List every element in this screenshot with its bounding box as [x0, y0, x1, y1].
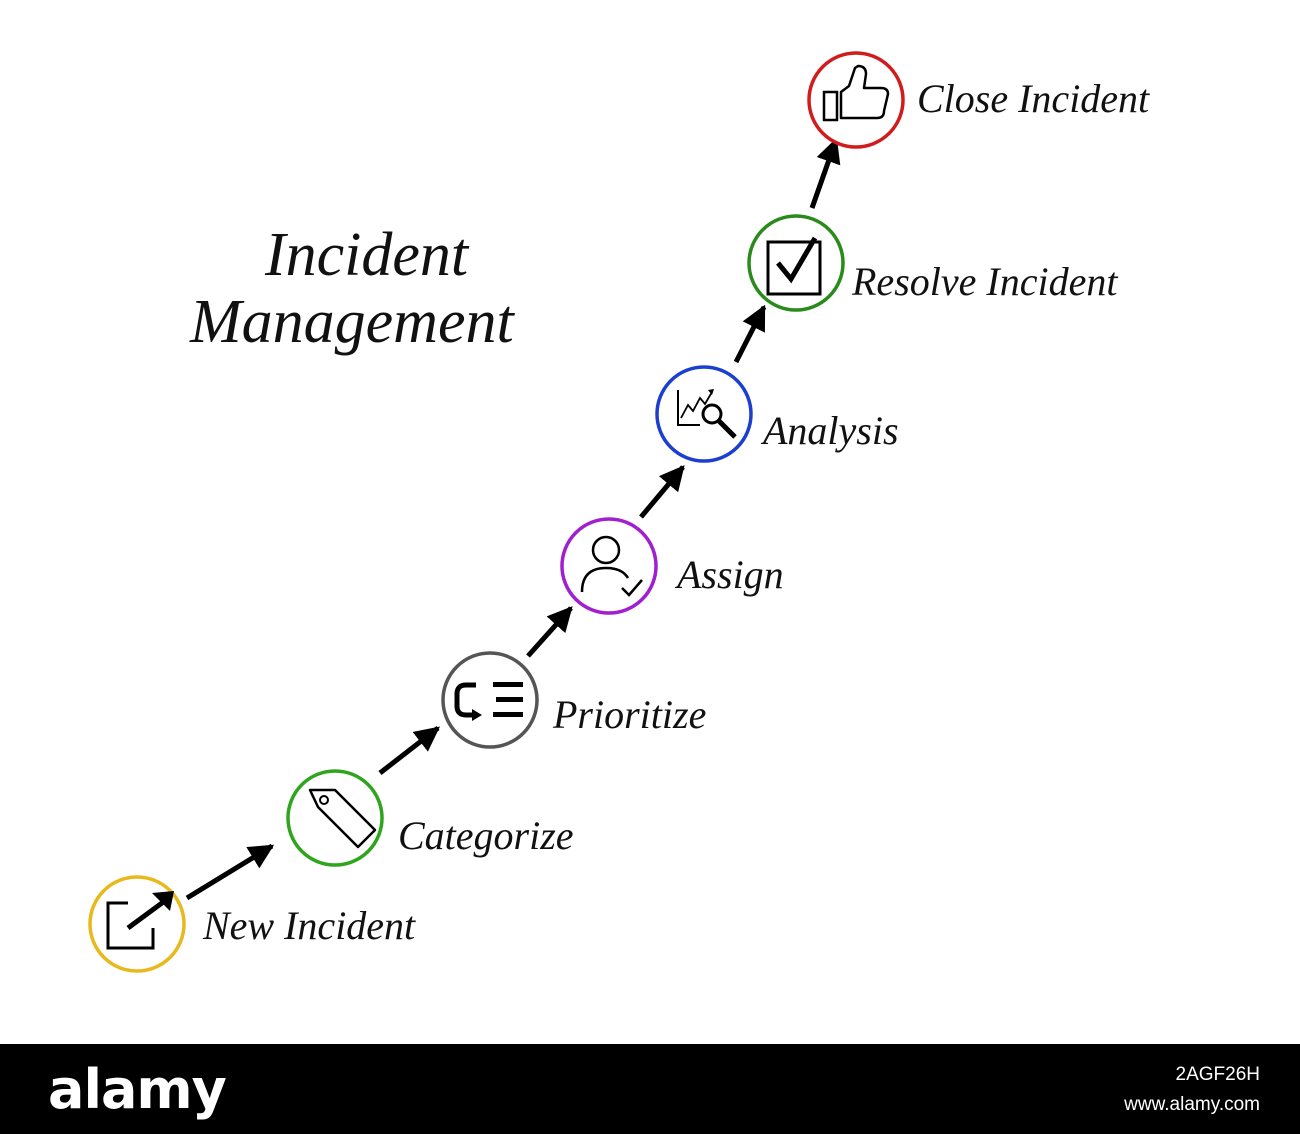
step-circle-close-incident — [807, 51, 905, 149]
step-label-close-incident: Close Incident — [917, 76, 1150, 121]
watermark-footer: alamy 2AGF26H www.alamy.com — [0, 1044, 1300, 1134]
priority-list-icon — [454, 682, 523, 721]
diagram-title-line-2: Management — [190, 288, 514, 356]
step-circle-assign — [560, 517, 658, 615]
step-label-assign: Assign — [677, 552, 784, 597]
chart-magnifier-icon — [677, 389, 737, 439]
step-node-analysis — [655, 365, 753, 463]
step-node-close-incident — [807, 51, 905, 149]
step-label-resolve-incident: Resolve Incident — [852, 259, 1118, 304]
arrow-5 — [733, 304, 767, 364]
incident-management-diagram: Incident Management — [88, 51, 1150, 973]
step-label-prioritize: Prioritize — [553, 692, 707, 737]
arrow-3 — [526, 606, 573, 658]
diagram-title-line-1: Incident — [265, 221, 469, 289]
arrow-1 — [185, 843, 275, 901]
step-label-new-incident: New Incident — [203, 903, 416, 948]
thumbs-up-icon — [822, 64, 890, 122]
step-node-new-incident — [88, 875, 186, 973]
tag-icon — [308, 788, 377, 849]
external-link-icon — [106, 891, 174, 950]
flow-arrows — [185, 137, 841, 901]
step-node-prioritize — [441, 651, 539, 749]
step-label-categorize: Categorize — [398, 813, 574, 858]
footer-image-id: 2AGF26H — [1175, 1064, 1260, 1085]
step-circle-prioritize — [441, 651, 539, 749]
step-circle-categorize — [286, 769, 384, 867]
step-node-assign — [560, 517, 658, 615]
step-node-categorize — [286, 769, 384, 867]
step-node-resolve-incident — [747, 214, 845, 312]
footer-logo: alamy — [48, 1058, 227, 1121]
step-circle-resolve-incident — [747, 214, 845, 312]
step-nodes — [88, 51, 905, 973]
arrow-6 — [809, 137, 841, 209]
step-label-analysis: Analysis — [763, 408, 899, 453]
arrow-4 — [639, 465, 685, 519]
arrow-2 — [378, 726, 440, 775]
user-check-icon — [580, 535, 643, 597]
footer-url: www.alamy.com — [1124, 1094, 1260, 1115]
checkbox-icon — [766, 236, 822, 296]
